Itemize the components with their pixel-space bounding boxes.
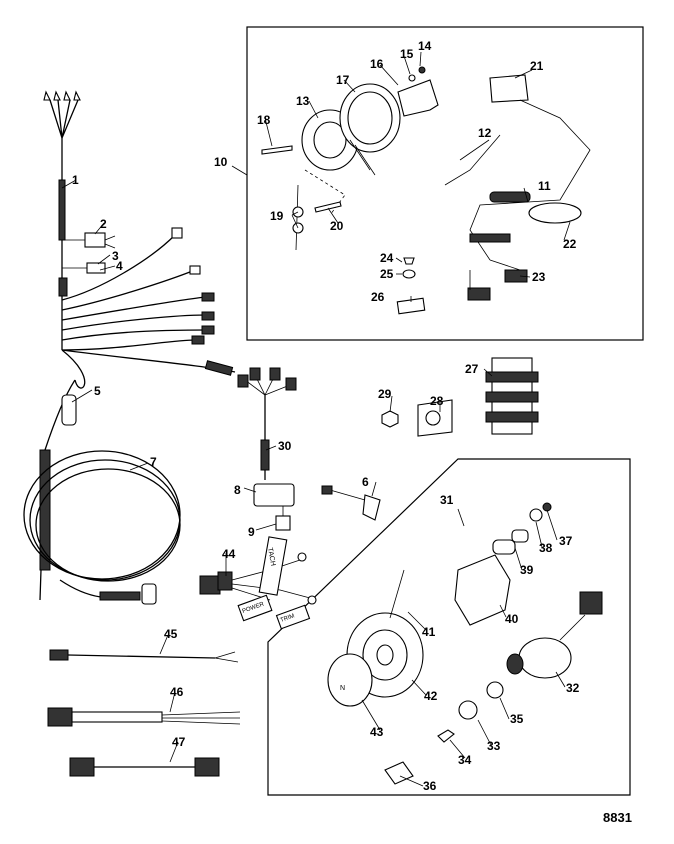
callout-17: 17 — [336, 73, 350, 87]
trim-tag-label: TRIM — [280, 613, 296, 624]
callout-21: 21 — [530, 59, 544, 73]
callout-25: 25 — [380, 267, 394, 281]
key-switch-kit-panel — [267, 458, 631, 796]
figure-number: 8831 — [603, 810, 632, 825]
neutral-label: N — [340, 685, 345, 692]
callout-30: 30 — [278, 439, 292, 453]
callout-27: 27 — [465, 362, 479, 376]
callout-28: 28 — [430, 394, 444, 408]
leader-lines — [61, 51, 571, 787]
callout-1: 1 — [72, 173, 79, 187]
callout-9: 9 — [248, 525, 255, 539]
callout-41: 41 — [422, 625, 436, 639]
sensor-lead — [321, 485, 381, 521]
tagged-harness: TACH POWER TRIM — [199, 536, 317, 630]
callout-labels: 1 2 3 4 5 6 7 8 9 10 11 12 13 14 15 16 1… — [72, 39, 580, 793]
callout-12: 12 — [478, 126, 492, 140]
relay — [253, 483, 295, 531]
callout-10: 10 — [214, 155, 228, 169]
callout-2: 2 — [100, 217, 107, 231]
callout-4: 4 — [116, 259, 123, 273]
callout-39: 39 — [520, 563, 534, 577]
callout-16: 16 — [370, 57, 384, 71]
callout-29: 29 — [378, 387, 392, 401]
callout-46: 46 — [170, 685, 184, 699]
callout-26: 26 — [371, 290, 385, 304]
gauge-kit-parts — [261, 66, 591, 315]
terminal-block-parts — [381, 357, 539, 437]
callout-3: 3 — [112, 249, 119, 263]
key-switch-parts: N — [327, 502, 603, 785]
callout-8: 8 — [234, 483, 241, 497]
callout-43: 43 — [370, 725, 384, 739]
callout-24: 24 — [380, 251, 394, 265]
main-harness — [43, 90, 236, 389]
callout-44: 44 — [222, 547, 236, 561]
gauge-kit-panel — [246, 26, 644, 341]
callout-6: 6 — [362, 475, 369, 489]
callout-36: 36 — [423, 779, 437, 793]
callout-34: 34 — [458, 753, 472, 767]
callout-40: 40 — [505, 612, 519, 626]
callout-38: 38 — [539, 541, 553, 555]
callout-14: 14 — [418, 39, 432, 53]
callout-15: 15 — [400, 47, 414, 61]
callout-5: 5 — [94, 384, 101, 398]
sub-harness — [237, 367, 297, 480]
callout-37: 37 — [559, 534, 573, 548]
callout-11: 11 — [538, 179, 551, 193]
loose-harnesses — [47, 649, 241, 777]
callout-42: 42 — [424, 689, 438, 703]
callout-7: 7 — [150, 455, 157, 469]
callout-35: 35 — [510, 712, 524, 726]
callout-19: 19 — [270, 209, 284, 223]
tach-tag-label: TACH — [266, 547, 276, 566]
callout-13: 13 — [296, 94, 310, 108]
callout-47: 47 — [172, 735, 186, 749]
callout-31: 31 — [440, 493, 454, 507]
callout-22: 22 — [563, 237, 577, 251]
extension-harness-coil — [23, 379, 181, 605]
callout-45: 45 — [164, 627, 178, 641]
callout-33: 33 — [487, 739, 501, 753]
callout-20: 20 — [330, 219, 344, 233]
callout-18: 18 — [257, 113, 271, 127]
callout-32: 32 — [566, 681, 580, 695]
callout-23: 23 — [532, 270, 546, 284]
